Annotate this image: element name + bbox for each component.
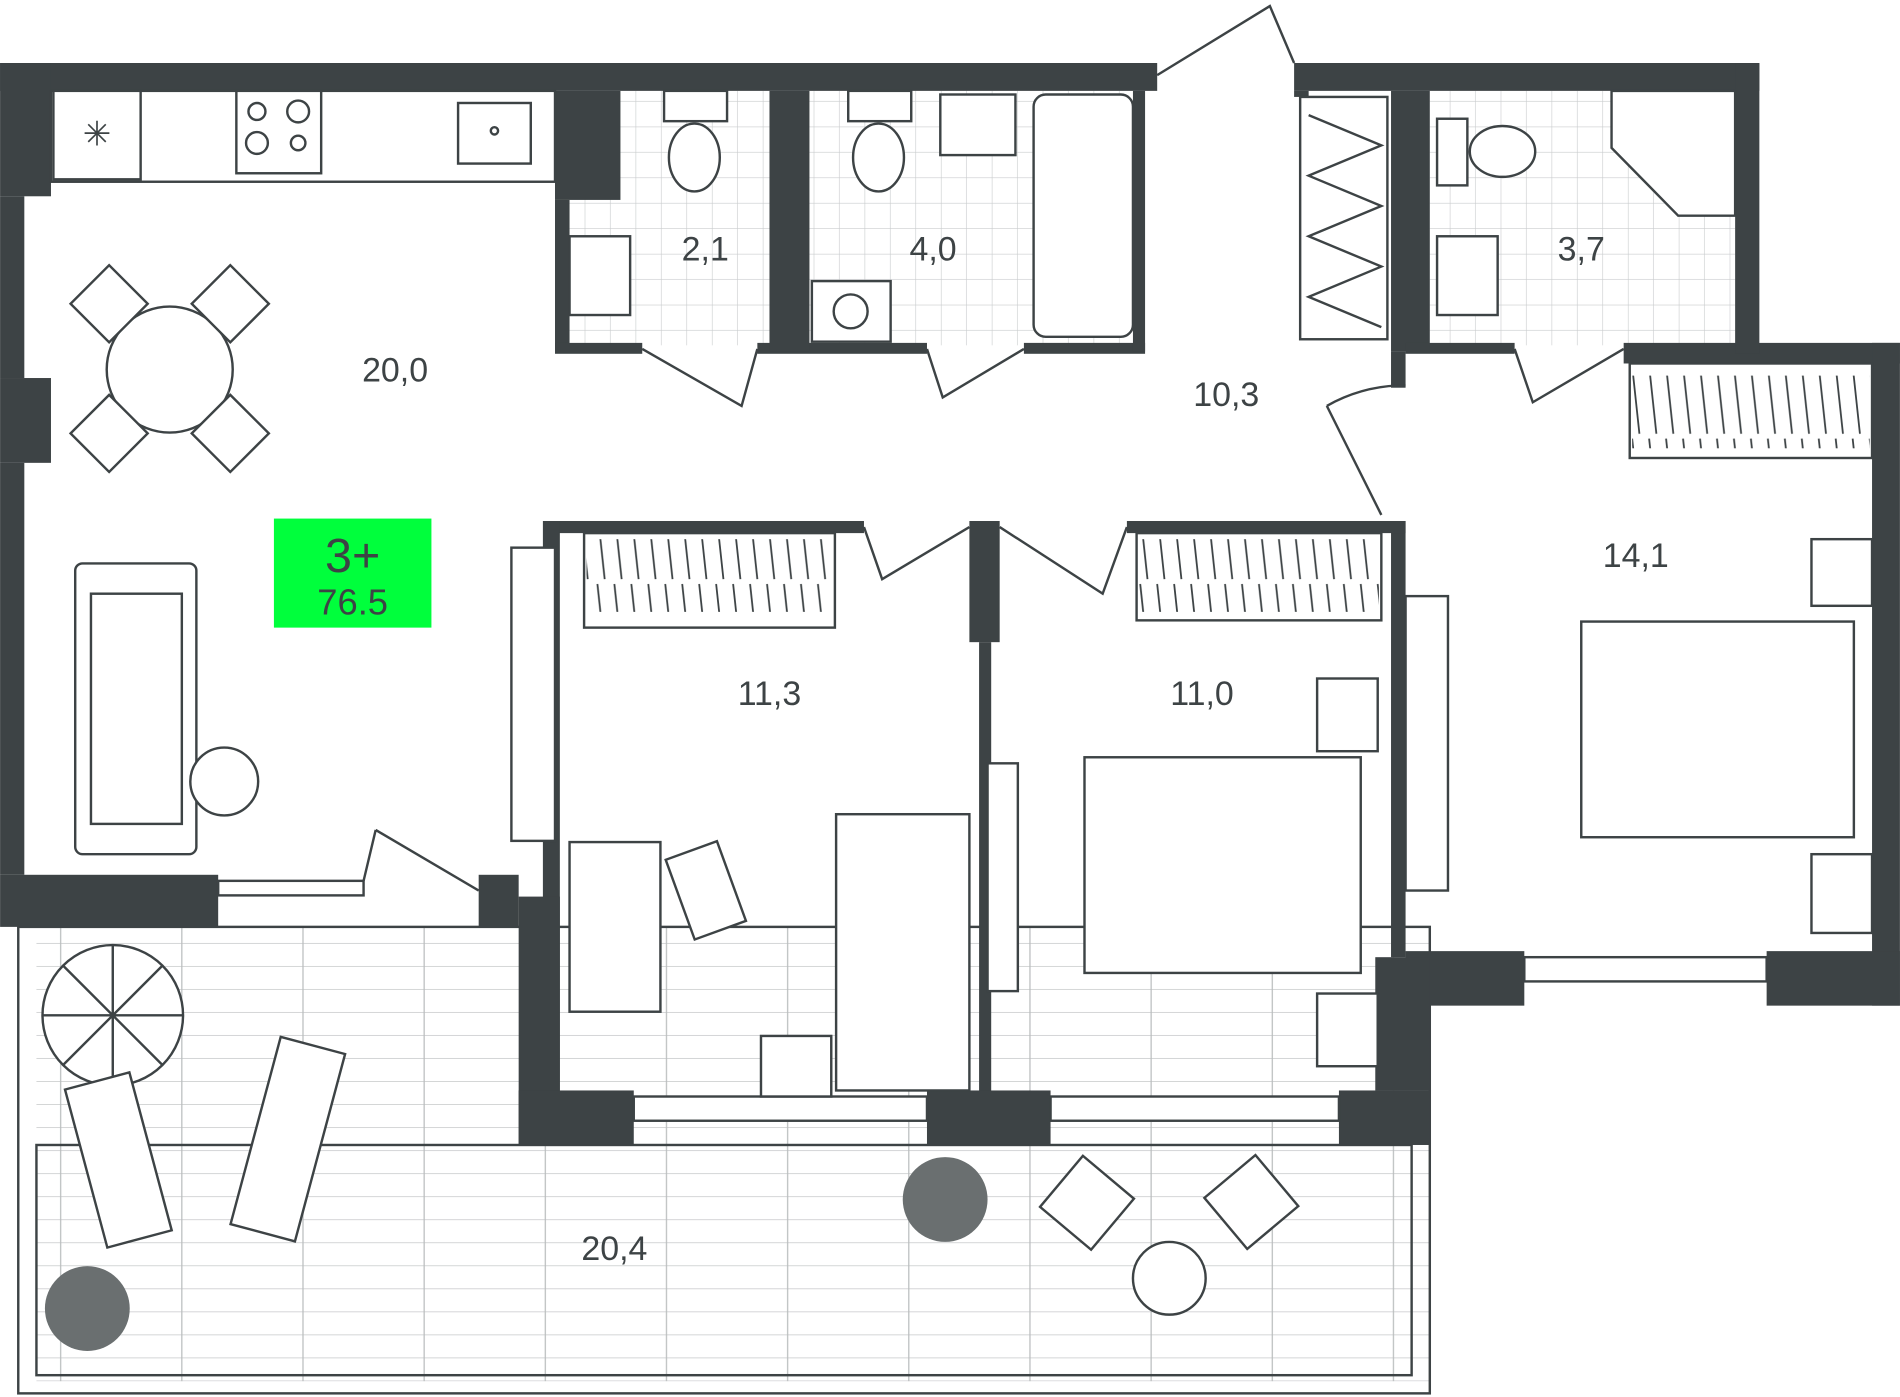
terrace — [17, 925, 1432, 1395]
area-terrace: 20,4 — [581, 1230, 647, 1268]
area-living-kitchen: 20,0 — [362, 352, 428, 390]
bed-1 — [834, 812, 971, 1092]
room-labels: 20,0 2,1 4,0 3,7 10,3 14,1 11,3 11,0 20,… — [362, 230, 1669, 1268]
terrace-furniture — [41, 943, 1300, 1351]
sofa — [73, 562, 198, 856]
apartment-badge: 3+ 76.5 — [273, 518, 432, 628]
dining-table — [105, 305, 234, 434]
plant — [902, 1157, 988, 1242]
bedroom-furniture — [568, 362, 1874, 1098]
tiled-floors — [569, 90, 1736, 346]
badge-rooms: 3+ — [325, 529, 380, 583]
fridge-icon: ✳ — [83, 115, 111, 153]
bed-3 — [1580, 620, 1856, 839]
badge-total-area: 76.5 — [317, 581, 388, 622]
area-shower-room: 3,7 — [1558, 230, 1605, 268]
area-wc: 2,1 — [682, 230, 729, 268]
area-bedroom-3: 14,1 — [1603, 537, 1669, 575]
area-bedroom-2: 11,0 — [1170, 675, 1233, 713]
area-bedroom-1: 11,3 — [738, 675, 801, 713]
area-bathroom: 4,0 — [909, 230, 956, 268]
plant — [44, 1266, 130, 1351]
kitchen-furniture: ✳ — [49, 89, 557, 856]
shower-tray — [1610, 89, 1737, 217]
bathtub — [1032, 93, 1135, 339]
windows — [216, 879, 1768, 1122]
wardrobe-hall — [1298, 95, 1389, 341]
area-hall: 10,3 — [1193, 376, 1259, 414]
doors — [362, 4, 1625, 892]
bed-2 — [1083, 756, 1362, 975]
sanitary — [568, 89, 1737, 343]
